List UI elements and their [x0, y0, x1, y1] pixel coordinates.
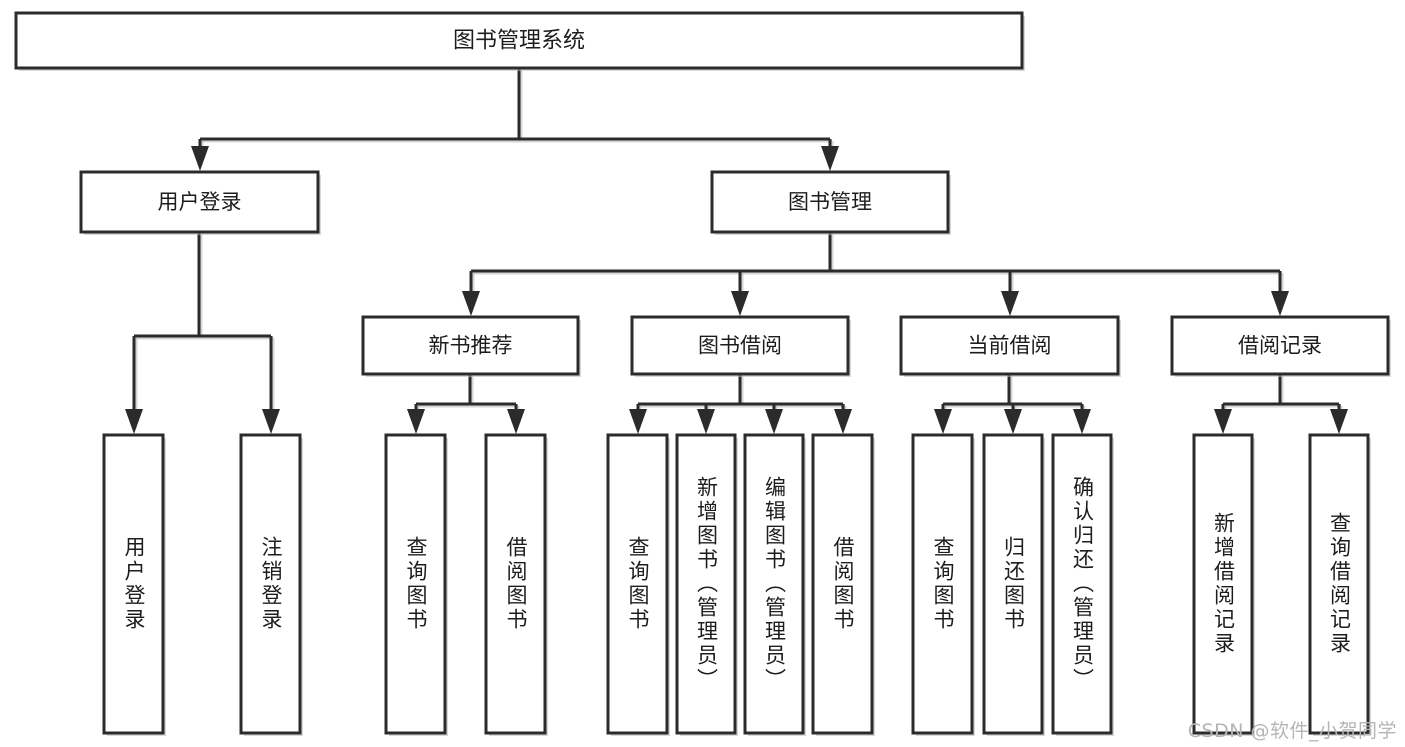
arrowhead-icon — [934, 409, 952, 434]
connector-conn-userlogin-to-leaves — [125, 232, 280, 434]
arrowhead-icon — [1330, 409, 1348, 434]
node-box-leaf-user-login[interactable] — [102, 433, 165, 735]
node-label-book-management: 图书管理 — [788, 190, 872, 214]
connector-shadow — [945, 376, 1084, 408]
arrowhead-icon — [1001, 291, 1019, 316]
arrowhead-icon — [407, 409, 425, 434]
node-box-book-borrow[interactable] — [630, 315, 850, 376]
arrowhead-icon — [191, 146, 209, 171]
node-label-user-login: 用户登录 — [158, 190, 242, 214]
node-box-user-login[interactable] — [79, 170, 320, 234]
arrowhead-icon — [1214, 409, 1232, 434]
connector-conn-bookmgmt-to-level3 — [462, 232, 1289, 316]
node-box-leaf-query-borrow-record[interactable] — [1308, 433, 1370, 735]
watermark: CSDN @软件_小贺同学 — [1187, 720, 1397, 742]
arrowhead-icon — [821, 146, 839, 171]
arrowhead-icon — [462, 291, 480, 316]
arrowhead-icon — [125, 409, 143, 434]
connector-conn-current-to-leaves — [934, 374, 1091, 434]
node-box-new-book-recommend[interactable] — [361, 315, 580, 376]
arrowhead-icon — [834, 409, 852, 434]
connector-shadow — [1225, 376, 1341, 408]
arrowhead-icon — [507, 409, 525, 434]
node-box-borrow-record[interactable] — [1170, 315, 1390, 376]
node-box-leaf-borrow-book[interactable] — [811, 433, 874, 735]
arrowhead-icon — [731, 291, 749, 316]
connector-conn-recommend-to-leaves — [407, 374, 525, 434]
node-box-root[interactable] — [14, 11, 1024, 70]
arrowhead-icon — [1271, 291, 1289, 316]
node-box-leaf-edit-book-admin[interactable] — [743, 433, 805, 735]
node-box-book-management[interactable] — [710, 170, 950, 234]
node-box-leaf-query-book-current[interactable] — [911, 433, 974, 735]
arrowhead-icon — [765, 409, 783, 434]
node-box-leaf-add-book-admin[interactable] — [675, 433, 737, 735]
arrowhead-icon — [1004, 409, 1022, 434]
connector-conn-record-to-leaves — [1214, 374, 1348, 434]
arrowhead-icon — [262, 409, 280, 434]
node-label-root: 图书管理系统 — [453, 29, 585, 54]
node-box-leaf-return-book[interactable] — [982, 433, 1044, 735]
node-label-new-book-recommend: 新书推荐 — [429, 334, 513, 358]
arrowhead-icon — [629, 409, 647, 434]
connector-shadow — [136, 234, 273, 340]
connector-shadow — [473, 234, 1282, 275]
connector-shadow — [202, 70, 832, 143]
node-box-leaf-query-book-recommend[interactable] — [384, 433, 447, 735]
connector-conn-borrow-to-leaves — [629, 374, 852, 434]
node-box-leaf-confirm-return-admin[interactable] — [1051, 433, 1113, 735]
node-label-borrow-record: 借阅记录 — [1238, 334, 1322, 358]
connector-shadow — [640, 376, 845, 408]
node-box-layer — [14, 11, 1391, 736]
node-box-leaf-add-borrow-record[interactable] — [1192, 433, 1254, 735]
connector-shadow — [418, 376, 518, 408]
node-box-leaf-borrow-book-recommend[interactable] — [484, 433, 547, 735]
arrowhead-icon — [697, 409, 715, 434]
node-label-book-borrow: 图书借阅 — [698, 334, 782, 358]
node-label-current-borrow: 当前借阅 — [968, 334, 1052, 358]
connector-conn-root-to-level2 — [191, 68, 839, 171]
node-box-current-borrow[interactable] — [899, 315, 1120, 376]
arrowhead-icon — [1073, 409, 1091, 434]
connector-layer — [125, 68, 1348, 434]
node-box-leaf-query-book-borrow[interactable] — [606, 433, 669, 735]
node-box-leaf-logout-login[interactable] — [239, 433, 302, 735]
